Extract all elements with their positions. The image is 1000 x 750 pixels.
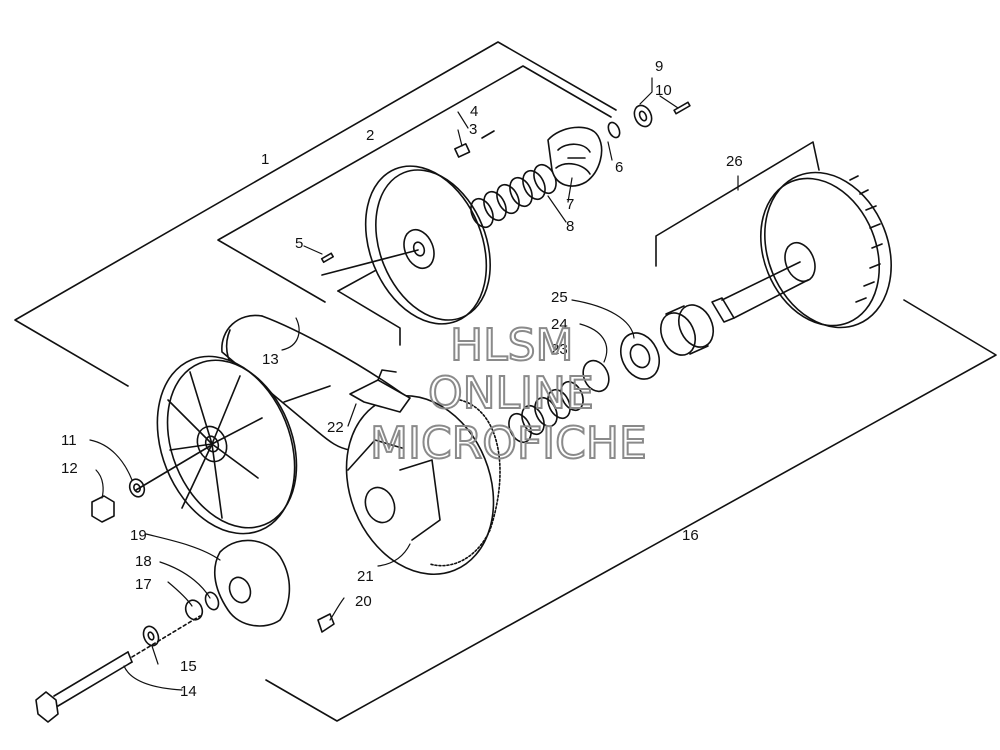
label-17: 17 [135, 576, 152, 593]
left-shaft [135, 445, 211, 491]
label-16: 16 [682, 527, 699, 544]
label-12: 12 [61, 460, 78, 477]
watermark-line-2: ONLINE [428, 368, 594, 419]
driven-pulley-21 [345, 394, 501, 576]
bolt-14 [35, 615, 201, 723]
nut-12 [91, 495, 115, 523]
label-7: 7 [566, 196, 574, 213]
label-1: 1 [261, 151, 269, 168]
label-18: 18 [135, 553, 152, 570]
movable-sheave [364, 165, 491, 325]
label-15: 15 [180, 658, 197, 675]
sleeve-bearing [659, 304, 715, 356]
part-labels: 1 2 3 4 5 6 7 8 9 10 11 12 13 14 15 16 1… [61, 58, 743, 700]
label-2: 2 [366, 127, 374, 144]
label-22: 22 [327, 419, 344, 436]
label-19: 19 [130, 527, 147, 544]
bearing-25 [619, 332, 661, 380]
label-6: 6 [615, 159, 623, 176]
clip-3 [454, 143, 471, 158]
drive-pulley-26 [711, 171, 892, 329]
clip-20 [317, 613, 335, 633]
bracket-1 [14, 41, 617, 387]
label-21: 21 [357, 568, 374, 585]
label-25: 25 [551, 289, 568, 306]
washer-15 [142, 625, 160, 647]
label-9: 9 [655, 58, 663, 75]
leader-lines [89, 77, 739, 691]
label-3: 3 [469, 121, 477, 138]
washer-11 [128, 478, 146, 498]
cam-7 [547, 126, 603, 187]
label-4: 4 [470, 103, 478, 120]
label-11: 11 [61, 432, 77, 449]
pin-10 [673, 101, 691, 115]
plate-19 [213, 539, 291, 627]
watermark: HLSM ONLINE MICROFICHE [369, 319, 648, 470]
washer-9 [633, 104, 653, 128]
label-20: 20 [355, 593, 372, 610]
screw-4 [481, 130, 495, 139]
bracket-22 [349, 369, 411, 413]
label-23: 23 [551, 341, 568, 358]
label-5: 5 [295, 235, 303, 252]
bracket-2 [217, 65, 612, 303]
spring-23 [508, 380, 584, 444]
label-10: 10 [655, 82, 672, 99]
label-24: 24 [551, 316, 568, 333]
watermark-line-1: HLSM [450, 320, 574, 371]
watermark-line-3: MICROFICHE [370, 418, 647, 469]
bracket-16 [265, 299, 997, 722]
label-26: 26 [726, 153, 743, 170]
nut-17 [184, 599, 204, 621]
label-8: 8 [566, 218, 574, 235]
shaft-line [321, 249, 419, 276]
label-14: 14 [180, 683, 197, 700]
bracket-26 [655, 141, 820, 267]
label-13: 13 [262, 351, 279, 368]
washer-18 [204, 591, 220, 611]
ring-6 [607, 121, 621, 139]
fixed-sheave [156, 355, 298, 535]
pin-5 [320, 252, 334, 264]
washer-24 [582, 359, 610, 393]
